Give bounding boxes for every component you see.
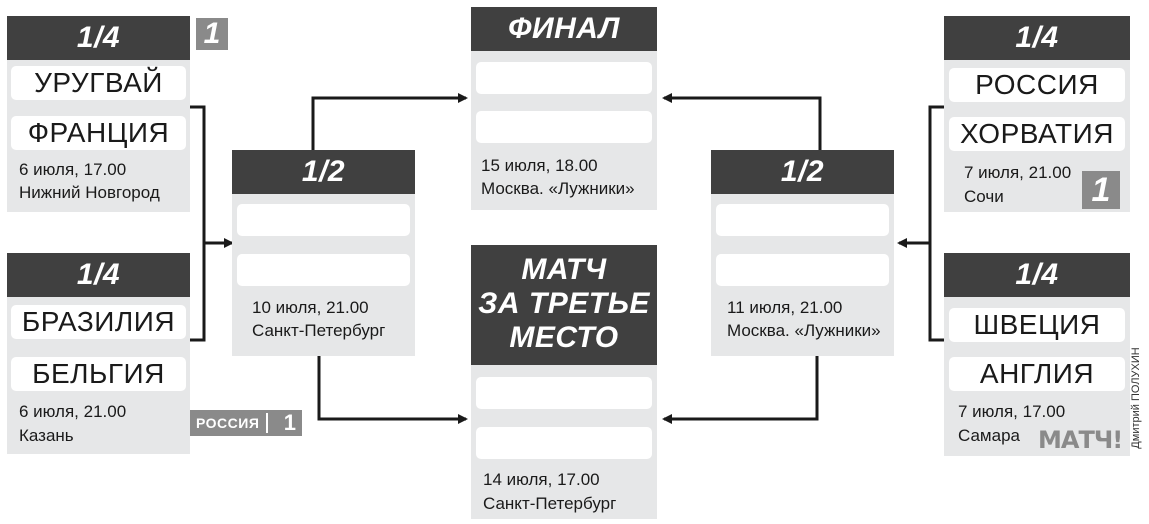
stage-header-line: ЗА ТРЕТЬЕ — [478, 287, 650, 320]
team-slot-empty — [716, 204, 889, 236]
semifinal-card-left: 1/2 10 июля, 21.00 Санкт-Петербург — [232, 150, 415, 356]
team-slot: ШВЕЦИЯ — [949, 308, 1125, 342]
channel-one-logo: 1 — [196, 18, 228, 50]
match-city: Самара — [958, 426, 1020, 445]
match-date: 6 июля, 17.00 — [19, 160, 127, 179]
third-place-card: МАТЧ ЗА ТРЕТЬЕ МЕСТО 14 июля, 17.00 Санк… — [471, 245, 657, 519]
team-slot: УРУГВАЙ — [11, 66, 186, 100]
stage-header-line: МЕСТО — [509, 321, 619, 354]
match-city: Санкт-Петербург — [483, 494, 617, 513]
russia-1-logo: РОССИЯ 1 — [190, 410, 302, 436]
team-slot-empty — [476, 427, 652, 459]
author-credit-text: Дмитрий ПОЛУХИН — [1130, 346, 1142, 449]
stage-header: МАТЧ ЗА ТРЕТЬЕ МЕСТО — [471, 245, 657, 365]
stage-header-line: МАТЧ — [521, 253, 607, 286]
stage-header: 1/4 — [944, 253, 1130, 297]
stage-header: 1/2 — [232, 150, 415, 194]
match-city: Сочи — [964, 187, 1004, 206]
stage-header: ФИНАЛ — [471, 7, 657, 51]
match-date: 7 июля, 21.00 — [964, 163, 1072, 182]
stage-header: 1/2 — [711, 150, 894, 194]
team-slot: БЕЛЬГИЯ — [11, 357, 186, 391]
match-date: 11 июля, 21.00 — [727, 298, 843, 317]
team-slot: АНГЛИЯ — [949, 357, 1125, 391]
match-date: 10 июля, 21.00 — [252, 298, 369, 317]
team-slot-empty — [237, 254, 410, 286]
team-slot-empty — [476, 111, 652, 143]
match-city: Санкт-Петербург — [252, 321, 386, 340]
match-city: Казань — [19, 426, 74, 445]
team-slot: ХОРВАТИЯ — [949, 117, 1125, 151]
team-slot-empty — [476, 62, 652, 94]
final-card: ФИНАЛ 15 июля, 18.00 Москва. «Лужники» — [471, 7, 657, 210]
author-credit: Дмитрий ПОЛУХИН — [1126, 340, 1146, 455]
stage-header: 1/4 — [7, 253, 190, 297]
match-date: 15 июля, 18.00 — [481, 156, 598, 175]
team-slot-empty — [237, 204, 410, 236]
team-slot-empty — [716, 254, 889, 286]
match-tv-logo: МАТЧ! — [1038, 426, 1123, 454]
match-city: Нижний Новгород — [19, 183, 160, 202]
team-slot-empty — [476, 377, 652, 409]
match-date: 6 июля, 21.00 — [19, 402, 127, 421]
quarterfinal-card-right-bottom: 1/4 ШВЕЦИЯ АНГЛИЯ 7 июля, 17.00 Самара — [944, 253, 1130, 456]
semifinal-card-right: 1/2 11 июля, 21.00 Москва. «Лужники» — [711, 150, 894, 356]
quarterfinal-card-right-top: 1/4 РОССИЯ ХОРВАТИЯ 7 июля, 21.00 Сочи — [944, 16, 1130, 212]
stage-header: 1/4 — [7, 16, 190, 60]
match-city: Москва. «Лужники» — [727, 321, 881, 340]
match-city: Москва. «Лужники» — [481, 179, 635, 198]
team-slot: БРАЗИЛИЯ — [11, 305, 186, 339]
quarterfinal-card-left-top: 1/4 УРУГВАЙ ФРАНЦИЯ 6 июля, 17.00 Нижний… — [7, 16, 190, 212]
channel-one-logo: 1 — [1082, 171, 1120, 209]
quarterfinal-card-left-bottom: 1/4 БРАЗИЛИЯ БЕЛЬГИЯ 6 июля, 21.00 Казан… — [7, 253, 190, 454]
match-date: 7 июля, 17.00 — [958, 402, 1066, 421]
stage-header: 1/4 — [944, 16, 1130, 60]
team-slot: РОССИЯ — [949, 68, 1125, 102]
team-slot: ФРАНЦИЯ — [11, 116, 186, 150]
match-date: 14 июля, 17.00 — [483, 470, 600, 489]
